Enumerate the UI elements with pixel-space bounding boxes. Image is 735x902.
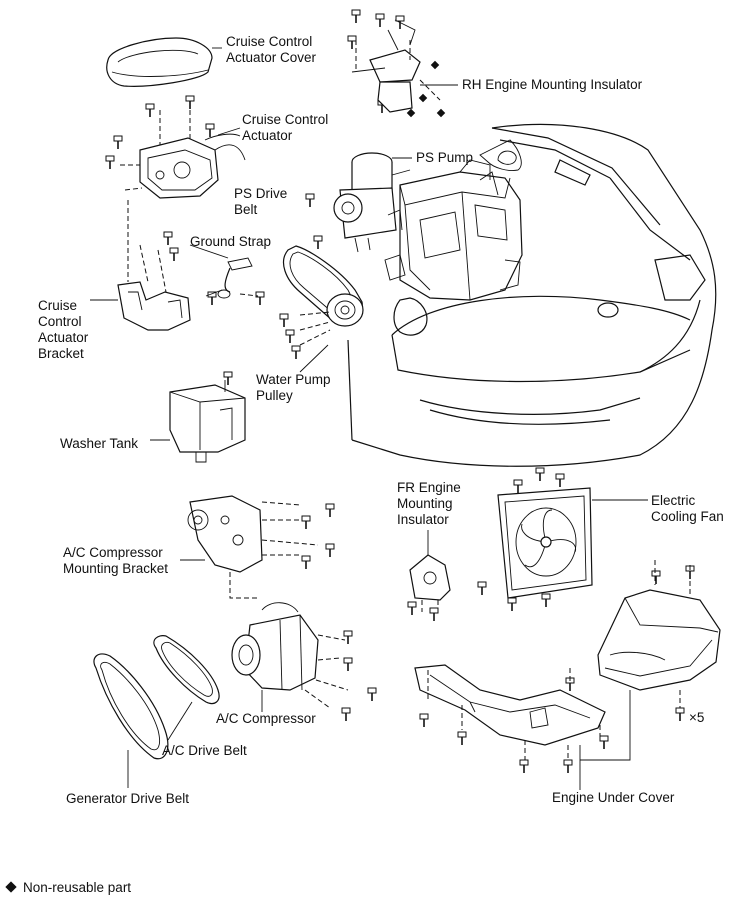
bolt-icon [477, 581, 487, 595]
bolt-icon [285, 329, 295, 343]
label-engine-under-cover: Engine Under Cover [552, 790, 675, 805]
bolt-icon [145, 103, 155, 117]
bolt-icon [651, 570, 661, 584]
bolt-icon [367, 687, 377, 701]
label-electric-cooling-fan: Electric Cooling Fan [651, 493, 724, 524]
label-cruise-control-actuator-bracket: Cruise Control Actuator Bracket [38, 298, 89, 361]
fr-engine-mounting-insulator [409, 530, 451, 612]
water-pump-pulley [299, 293, 364, 373]
bolt-icon [305, 193, 315, 207]
label-fr-engine-mounting-insulator: FR Engine Mounting Insulator [397, 480, 461, 527]
label-times-five: ×5 [689, 710, 705, 725]
bolt-icon [519, 759, 529, 773]
bolt-icon [205, 123, 215, 137]
label-washer-tank: Washer Tank [60, 436, 139, 451]
bolt-icon [675, 707, 685, 721]
bolt-icon [541, 593, 551, 607]
ac-drive-belt [153, 635, 220, 741]
bolt-icon [313, 235, 323, 249]
engine-under-cover [414, 560, 721, 790]
bolt-icon [457, 731, 467, 745]
bolt-icon [113, 135, 123, 149]
bolt-icon [291, 345, 301, 359]
label-ps-pump: PS Pump [416, 150, 474, 165]
bolt-icon [343, 657, 353, 671]
non-reusable-markers [406, 60, 446, 118]
bolt-icon [325, 543, 335, 557]
label-cruise-control-actuator-cover: Cruise Control Actuator Cover [226, 34, 317, 65]
label-cruise-control-actuator: Cruise Control Actuator [242, 112, 329, 143]
bolt-icon [351, 9, 361, 23]
ac-compressor-mounting-bracket [180, 495, 319, 599]
label-ac-compressor: A/C Compressor [216, 711, 316, 726]
bolt-icon [185, 95, 195, 109]
cruise-control-actuator-cover [106, 37, 222, 87]
bolt-icon [301, 515, 311, 529]
bolt-icon [513, 479, 523, 493]
bolt-icon [419, 713, 429, 727]
label-generator-drive-belt: Generator Drive Belt [66, 791, 190, 806]
label-rh-engine-mounting-insulator: RH Engine Mounting Insulator [462, 77, 643, 92]
ground-strap [189, 244, 259, 299]
bolt-icon [169, 247, 179, 261]
bolt-icon [163, 231, 173, 245]
bolt-icon [223, 371, 233, 385]
bolt-icon [563, 759, 573, 773]
bolt-icon [555, 473, 565, 487]
label-water-pump-pulley: Water Pump Pulley [256, 372, 331, 403]
bolt-icon [507, 597, 517, 611]
vehicle-front-body [347, 123, 717, 467]
legend: Non-reusable part [4, 880, 131, 896]
rh-engine-mounting-insulator [351, 19, 458, 113]
bolt-icon [429, 607, 439, 621]
engine-block [384, 159, 523, 301]
legend-text: Non-reusable part [23, 880, 132, 895]
bolt-icon [599, 735, 609, 749]
bolt-icon [301, 555, 311, 569]
bolt-icon [207, 291, 217, 305]
label-ps-drive-belt: PS Drive Belt [234, 186, 288, 217]
electric-cooling-fan [497, 487, 648, 599]
bolt-icon [325, 503, 335, 517]
bolt-icon [347, 35, 357, 49]
bolt-icon [343, 630, 353, 644]
cruise-control-actuator [120, 110, 246, 199]
ac-compressor [231, 602, 349, 712]
bolt-icon [375, 13, 385, 27]
bolt-icon [279, 313, 289, 327]
label-ac-compressor-mounting-bracket: A/C Compressor Mounting Bracket [63, 545, 169, 576]
bolt-fasteners [105, 9, 695, 773]
generator-drive-belt [93, 653, 169, 788]
label-ground-strap: Ground Strap [190, 234, 272, 249]
cruise-control-actuator-bracket [90, 200, 191, 331]
filled-diamond-icon [5, 881, 17, 893]
ps-pump [333, 152, 412, 253]
bolt-icon [341, 707, 351, 721]
bolt-icon [407, 601, 417, 615]
bolt-icon [535, 467, 545, 481]
label-ac-drive-belt: A/C Drive Belt [162, 743, 247, 758]
bolt-icon [255, 291, 265, 305]
washer-tank [150, 380, 246, 463]
bolt-icon [105, 155, 115, 169]
